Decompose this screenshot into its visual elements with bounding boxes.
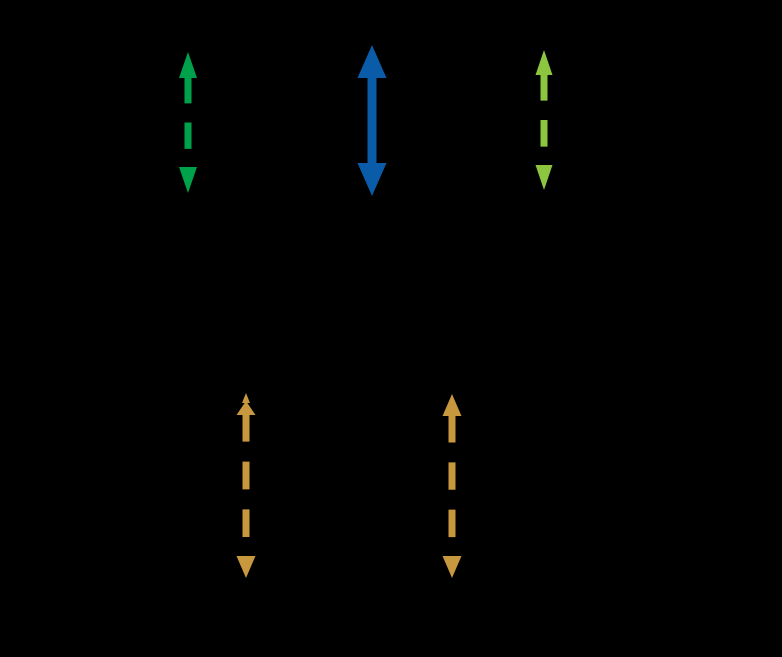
arrow-orange-left-head-top-inner (242, 393, 250, 403)
arrow-orange-left-head-bottom (236, 556, 256, 578)
arrow-green-head-top (179, 52, 197, 78)
arrow-blue-head-bottom (357, 163, 387, 196)
arrow-orange-left-head-top-outer (236, 401, 256, 415)
arrow-green[interactable] (179, 52, 197, 193)
arrow-orange-right-head-top (442, 394, 462, 416)
arrow-light-green-head-bottom (535, 165, 553, 190)
arrow-green-head-bottom (179, 167, 197, 193)
arrow-light-green-head-top (535, 50, 553, 75)
arrow-blue-head-top (357, 45, 387, 78)
arrow-orange-right[interactable] (442, 394, 462, 578)
arrow-orange-right-head-bottom (442, 556, 462, 578)
arrow-blue[interactable] (357, 45, 387, 196)
arrow-orange-left[interactable] (236, 393, 256, 578)
arrow-light-green[interactable] (535, 50, 553, 190)
arrow-layer (179, 45, 553, 578)
